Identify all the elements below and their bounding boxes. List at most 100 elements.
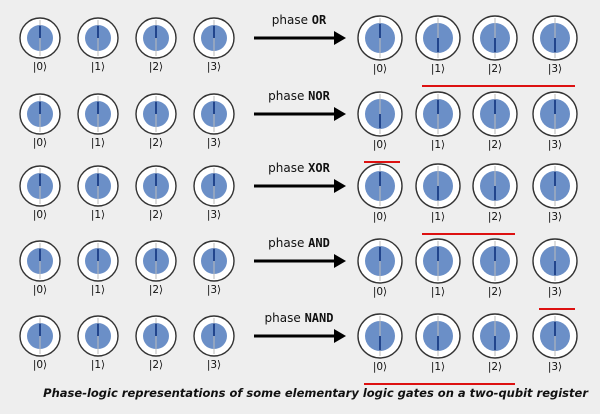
state-label: |1⟩ [91, 209, 105, 221]
state-disc: |2⟩ [472, 91, 518, 151]
state-disc: |0⟩ [19, 93, 61, 149]
arrow-head [334, 254, 346, 268]
state-label: |2⟩ [149, 284, 163, 296]
state-label: |3⟩ [548, 361, 562, 373]
state-disc: |0⟩ [357, 163, 403, 223]
state-label: |3⟩ [548, 286, 562, 298]
state-disc: |1⟩ [77, 93, 119, 149]
state-disc: |1⟩ [415, 313, 461, 373]
state-disc: |0⟩ [19, 165, 61, 221]
gate-name: NOR [308, 89, 330, 103]
state-disc: |1⟩ [77, 240, 119, 296]
state-disc: |3⟩ [193, 240, 235, 296]
state-label: |3⟩ [207, 359, 221, 371]
state-label: |3⟩ [548, 63, 562, 75]
gate-row-and: |0⟩ |1⟩ |2⟩ |3⟩ phase AND |0⟩ |1⟩ |2⟩ |3⟩ [19, 236, 578, 310]
state-disc: |0⟩ [357, 91, 403, 151]
gate-prefix: phase [265, 311, 305, 325]
state-label: |1⟩ [91, 359, 105, 371]
gate-prefix: phase [272, 13, 312, 27]
state-disc: |2⟩ [135, 240, 177, 296]
gate-row-nor: |0⟩ |1⟩ |2⟩ |3⟩ phase NOR |0⟩ |1⟩ |2⟩ |3⟩ [19, 89, 578, 163]
state-disc: |0⟩ [19, 315, 61, 371]
state-disc: |1⟩ [415, 91, 461, 151]
arrow-head [334, 179, 346, 193]
state-disc: |0⟩ [357, 15, 403, 75]
state-label: |0⟩ [33, 359, 47, 371]
gate-label: phase OR [272, 13, 327, 27]
state-disc: |3⟩ [532, 313, 578, 373]
state-label: |2⟩ [488, 286, 502, 298]
gate-row-or: |0⟩ |1⟩ |2⟩ |3⟩ phase OR |0⟩ |1⟩ |2⟩ |3⟩ [19, 13, 578, 87]
state-disc: |2⟩ [472, 313, 518, 373]
state-label: |1⟩ [431, 361, 445, 373]
state-label: |1⟩ [91, 284, 105, 296]
state-label: |3⟩ [548, 211, 562, 223]
figure-caption: Phase-logic representations of some elem… [43, 386, 588, 400]
state-disc: |3⟩ [193, 315, 235, 371]
gate-name: OR [312, 13, 327, 27]
state-label: |3⟩ [207, 284, 221, 296]
state-label: |0⟩ [373, 211, 387, 223]
state-label: |1⟩ [431, 63, 445, 75]
state-label: |1⟩ [91, 137, 105, 149]
state-disc: |2⟩ [472, 15, 518, 75]
state-label: |2⟩ [149, 209, 163, 221]
state-label: |0⟩ [33, 284, 47, 296]
gate-label: phase AND [268, 236, 330, 250]
gate-prefix: phase [268, 89, 308, 103]
state-label: |0⟩ [373, 139, 387, 151]
arrow-head [334, 329, 346, 343]
state-disc: |0⟩ [357, 238, 403, 298]
state-disc: |1⟩ [415, 15, 461, 75]
gate-prefix: phase [268, 236, 308, 250]
state-disc: |2⟩ [135, 315, 177, 371]
state-disc: |2⟩ [135, 17, 177, 73]
state-disc: |0⟩ [19, 17, 61, 73]
state-label: |3⟩ [207, 137, 221, 149]
gate-name: AND [308, 236, 330, 250]
state-label: |0⟩ [33, 61, 47, 73]
state-label: |3⟩ [548, 139, 562, 151]
state-disc: |3⟩ [193, 93, 235, 149]
gate-row-xor: |0⟩ |1⟩ |2⟩ |3⟩ phase XOR |0⟩ |1⟩ |2⟩ |3⟩ [19, 161, 578, 235]
state-label: |0⟩ [373, 361, 387, 373]
state-disc: |1⟩ [415, 163, 461, 223]
state-disc: |1⟩ [77, 165, 119, 221]
state-label: |1⟩ [431, 286, 445, 298]
state-disc: |2⟩ [472, 163, 518, 223]
state-disc: |1⟩ [77, 315, 119, 371]
state-disc: |0⟩ [19, 240, 61, 296]
state-label: |1⟩ [91, 61, 105, 73]
state-label: |3⟩ [207, 61, 221, 73]
state-label: |1⟩ [431, 211, 445, 223]
state-label: |2⟩ [488, 139, 502, 151]
state-disc: |3⟩ [532, 163, 578, 223]
state-disc: |3⟩ [532, 91, 578, 151]
arrow-head [334, 107, 346, 121]
gate-name: NAND [305, 311, 334, 325]
gate-prefix: phase [268, 161, 308, 175]
state-label: |0⟩ [373, 63, 387, 75]
arrow-head [334, 31, 346, 45]
gate-name: XOR [308, 161, 330, 175]
state-disc: |3⟩ [532, 15, 578, 75]
gate-row-nand: |0⟩ |1⟩ |2⟩ |3⟩ phase NAND |0⟩ |1⟩ |2⟩ |3⟩ [19, 311, 578, 385]
state-disc: |3⟩ [193, 165, 235, 221]
gate-label: phase XOR [268, 161, 330, 175]
state-label: |2⟩ [488, 211, 502, 223]
state-label: |0⟩ [33, 209, 47, 221]
state-disc: |1⟩ [77, 17, 119, 73]
state-label: |0⟩ [33, 137, 47, 149]
gate-label: phase NAND [265, 311, 334, 325]
state-label: |0⟩ [373, 286, 387, 298]
state-label: |2⟩ [149, 137, 163, 149]
state-disc: |2⟩ [135, 93, 177, 149]
state-label: |2⟩ [488, 63, 502, 75]
state-disc: |2⟩ [135, 165, 177, 221]
state-disc: |2⟩ [472, 238, 518, 298]
state-disc: |3⟩ [532, 238, 578, 298]
state-disc: |0⟩ [357, 313, 403, 373]
state-label: |2⟩ [488, 361, 502, 373]
